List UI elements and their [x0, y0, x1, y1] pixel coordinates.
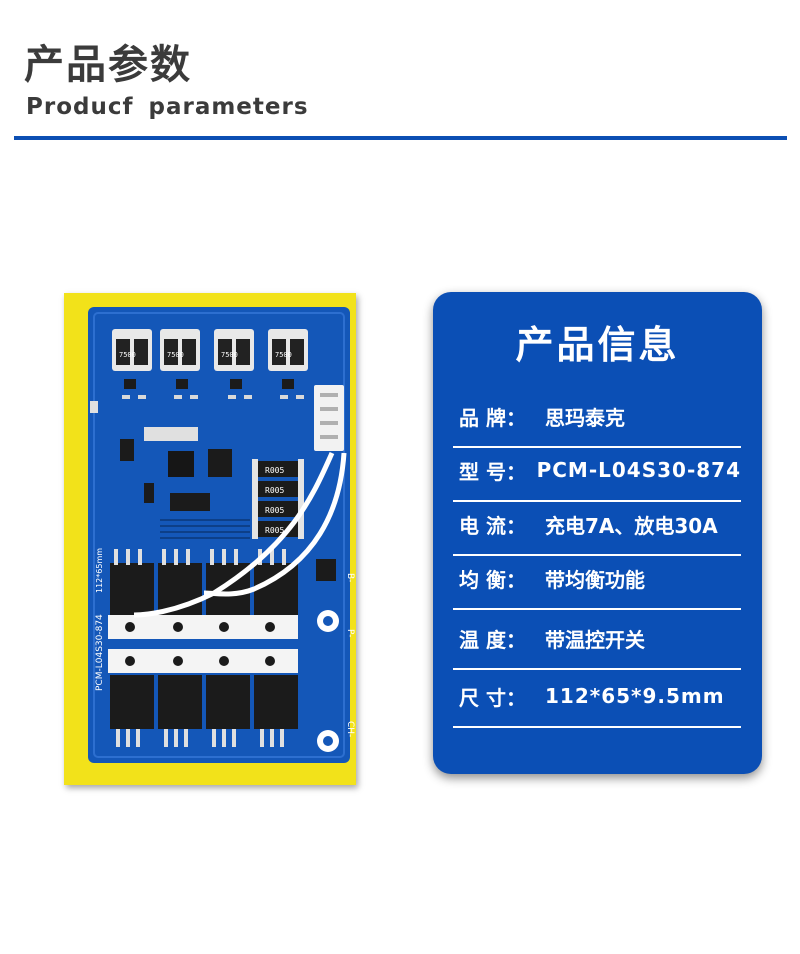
board-model-label: PCM-L04S30-874: [95, 614, 105, 691]
page-title-en: Producf parameters: [26, 94, 309, 120]
info-label: 均 衡：: [459, 567, 526, 592]
info-row-brand: 品 牌： 思玛泰克: [453, 386, 741, 448]
info-row-dimensions: 尺 寸： 112*65*9.5mm: [453, 666, 741, 728]
info-label: 品 牌：: [459, 405, 526, 430]
card-title: 产品信息: [515, 323, 680, 367]
info-label: 温 度：: [459, 627, 526, 652]
pcb-product-photo: 7500 7500 7500 7500: [64, 293, 356, 785]
shunt-label: R005: [265, 486, 284, 495]
shunt-label: R005: [265, 466, 284, 475]
title-underline: [14, 136, 787, 140]
resistor-label: 7500: [167, 351, 184, 359]
shunt-label: R005: [265, 526, 284, 535]
info-value: 112*65*9.5mm: [545, 684, 725, 708]
info-row-current: 电 流： 充电7A、放电30A: [453, 494, 741, 556]
info-value: 带均衡功能: [545, 567, 645, 592]
page-title-cn: 产品参数: [24, 42, 192, 88]
info-value: 带温控开关: [545, 627, 645, 652]
board-size-label: 112*65mm: [95, 548, 104, 593]
info-value: 思玛泰克: [545, 405, 625, 430]
info-label: 电 流：: [459, 513, 526, 538]
info-row-temperature: 温 度： 带温控开关: [453, 608, 741, 670]
resistor-label: 7500: [275, 351, 292, 359]
info-value: PCM-L04S30-874: [536, 458, 741, 482]
resistor-label: 7500: [119, 351, 136, 359]
info-label: 尺 寸：: [459, 685, 526, 710]
resistor-row-top: [112, 329, 308, 371]
terminal-b-label: B-: [345, 573, 355, 582]
terminal-p-label: P-: [345, 629, 355, 637]
info-row-balance: 均 衡： 带均衡功能: [453, 548, 741, 610]
product-info-card: 产品信息 品 牌： 思玛泰克 型 号： PCM-L04S30-874 电 流： …: [433, 292, 762, 774]
terminal-ch-label: CH-: [345, 721, 355, 737]
info-value: 充电7A、放电30A: [545, 513, 718, 538]
info-label: 型 号：: [459, 459, 526, 484]
info-row-model: 型 号： PCM-L04S30-874: [453, 440, 741, 502]
resistor-label: 7500: [221, 351, 238, 359]
shunt-label: R005: [265, 506, 284, 515]
